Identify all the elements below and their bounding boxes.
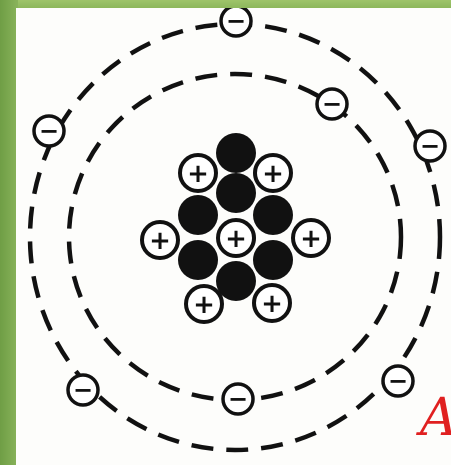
proton: + [142,222,178,258]
electron-sign: − [73,376,93,404]
proton: + [293,220,329,256]
electron: − [415,131,445,161]
electron-sign: − [226,8,246,35]
corner-letter: A [420,392,451,444]
electron: − [383,366,413,396]
neutron [253,195,293,235]
proton: + [254,285,290,321]
proton-sign: + [300,224,322,254]
proton-sign: + [193,290,215,320]
neutron [216,173,256,213]
nucleus: + + + + + [142,133,329,322]
electron-sign: − [420,132,440,160]
electron: − [221,8,251,36]
proton: + [186,286,222,322]
proton-sign: + [261,289,283,319]
electron: − [223,384,253,414]
atom-model-drawing: + + + + + [16,8,451,465]
electron-sign: − [388,367,408,395]
neutron [216,261,256,301]
neutron [178,195,218,235]
electron: − [317,89,347,119]
electron: − [34,116,64,146]
neutron [216,133,256,173]
proton: + [255,155,291,191]
proton-sign: + [149,226,171,256]
proton: + [218,220,254,256]
proton-sign: + [262,159,284,189]
electron: − [68,375,98,405]
diagram-paper: + + + + + [16,8,451,465]
proton-sign: + [225,224,247,254]
proton-sign: + [187,159,209,189]
electron-sign: − [322,90,342,118]
neutron [178,240,218,280]
proton: + [180,155,216,191]
neutron [253,240,293,280]
electron-sign: − [39,117,59,145]
electron-sign: − [228,385,248,413]
